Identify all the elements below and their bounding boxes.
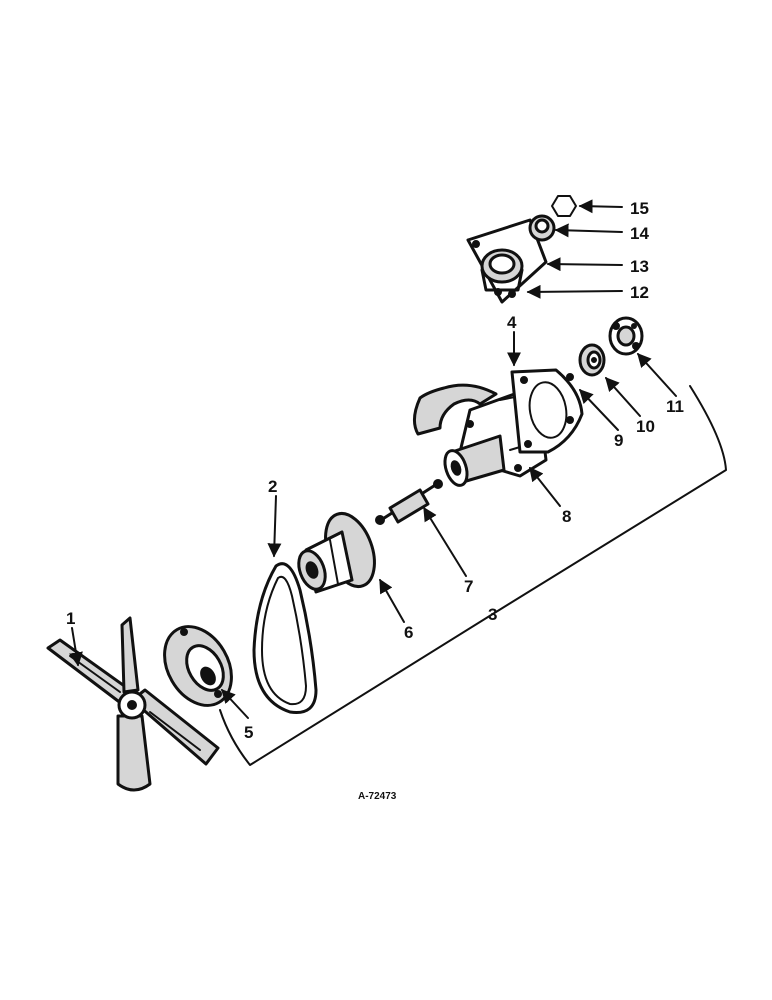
fan-belt — [252, 562, 318, 715]
water-pump-body — [413, 383, 548, 487]
callout-7: 7 — [464, 577, 473, 596]
fan-pulley — [163, 625, 233, 707]
callout-15: 15 — [630, 199, 649, 218]
pump-shaft — [375, 479, 443, 525]
callout-5: 5 — [244, 723, 253, 742]
callout-2: 2 — [268, 477, 277, 496]
callout-1: 1 — [66, 609, 75, 628]
fan-blade-assembly — [46, 616, 220, 792]
callout-4: 4 — [507, 313, 517, 332]
ball — [566, 373, 574, 381]
callout-6: 6 — [404, 623, 413, 642]
callout-3: 3 — [488, 605, 497, 624]
callout-12: 12 — [630, 283, 649, 302]
pump-impeller — [608, 316, 644, 356]
callout-11: 11 — [666, 397, 684, 416]
hose-clamp — [551, 195, 577, 217]
assembly-bracket-3 — [219, 385, 727, 766]
callout-9: 9 — [614, 431, 623, 450]
callout-10: 10 — [636, 417, 655, 436]
callout-13: 13 — [630, 257, 649, 276]
pump-gasket — [510, 368, 584, 454]
callout-14: 14 — [630, 224, 649, 243]
pump-seal — [578, 343, 606, 377]
leader-lines — [69, 199, 677, 719]
thermostat — [528, 214, 556, 242]
figure-id: A-72473 — [358, 791, 397, 802]
callout-8: 8 — [562, 507, 571, 526]
water-pump-hub — [297, 512, 376, 594]
thermostat-housing — [480, 248, 524, 298]
